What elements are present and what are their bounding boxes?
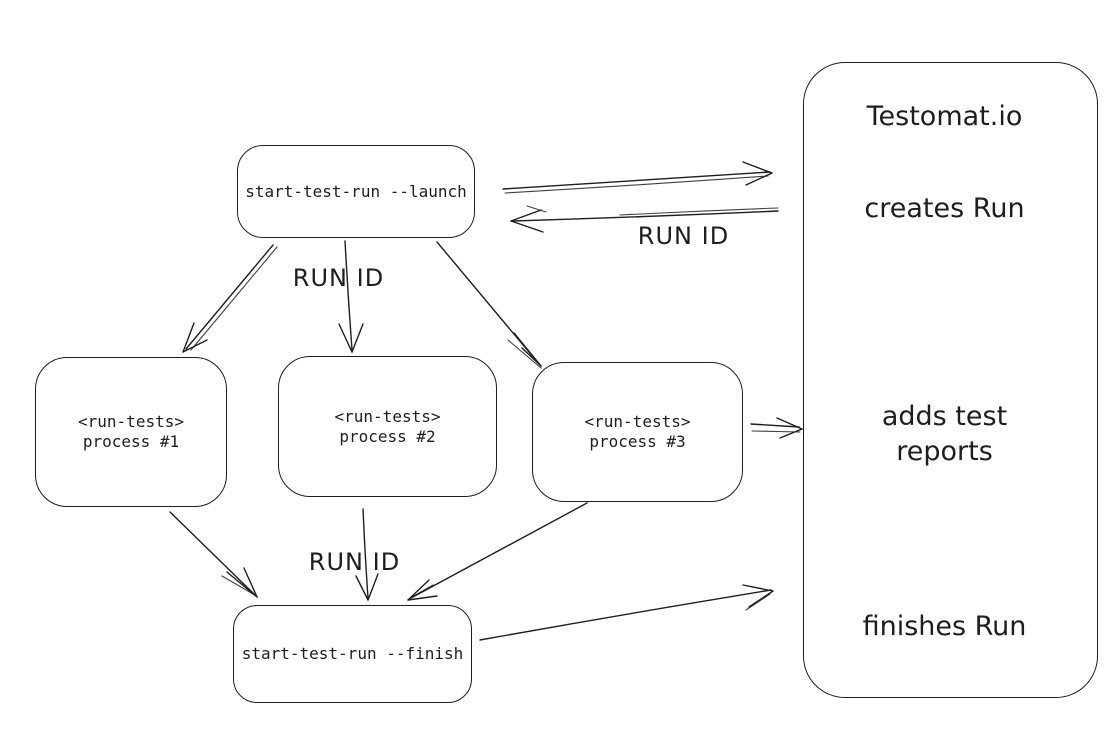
node-run-tests-process-1: <run-tests> process #1 bbox=[35, 357, 227, 507]
arrow-finish-to-testomat bbox=[479, 584, 774, 641]
arrow-process2-to-finish bbox=[355, 508, 379, 601]
arrow-process3-to-testomat bbox=[750, 417, 803, 439]
node-run-tests-process-2: <run-tests> process #2 bbox=[278, 356, 497, 497]
arrow-process1-to-finish bbox=[169, 511, 258, 598]
arrow-launch-to-testomat bbox=[502, 161, 773, 194]
edge-label-run-id-fanin: RUN ID bbox=[308, 548, 401, 576]
node-label: <run-tests> process #2 bbox=[334, 406, 441, 446]
arrow-process3-to-finish bbox=[407, 502, 588, 601]
node-label: start-test-run --launch bbox=[245, 181, 467, 201]
arrow-launch-to-process1 bbox=[182, 244, 278, 353]
node-testomat-io: Testomat.io creates Run adds test report… bbox=[803, 62, 1098, 698]
edge-label-run-id-return: RUN ID bbox=[637, 222, 730, 250]
testomat-step-finishes-run: finishes Run bbox=[862, 611, 1027, 642]
arrow-testomat-to-launch bbox=[510, 205, 779, 233]
testomat-step-adds-test-reports: adds test reports bbox=[881, 401, 1008, 468]
arrow-launch-to-process3 bbox=[436, 241, 542, 369]
node-start-test-run-finish: start-test-run --finish bbox=[233, 605, 472, 703]
testomat-title: Testomat.io bbox=[866, 101, 1023, 132]
node-label: <run-tests> process #1 bbox=[78, 412, 184, 451]
edge-label-run-id-fanout: RUN ID bbox=[292, 264, 385, 292]
node-start-test-run-launch: start-test-run --launch bbox=[237, 145, 475, 238]
node-label: start-test-run --finish bbox=[241, 644, 464, 664]
testomat-step-creates-run: creates Run bbox=[864, 193, 1025, 224]
arrow-launch-to-process2 bbox=[338, 240, 364, 353]
node-run-tests-process-3: <run-tests> process #3 bbox=[532, 362, 743, 502]
node-label: <run-tests> process #3 bbox=[584, 412, 691, 451]
